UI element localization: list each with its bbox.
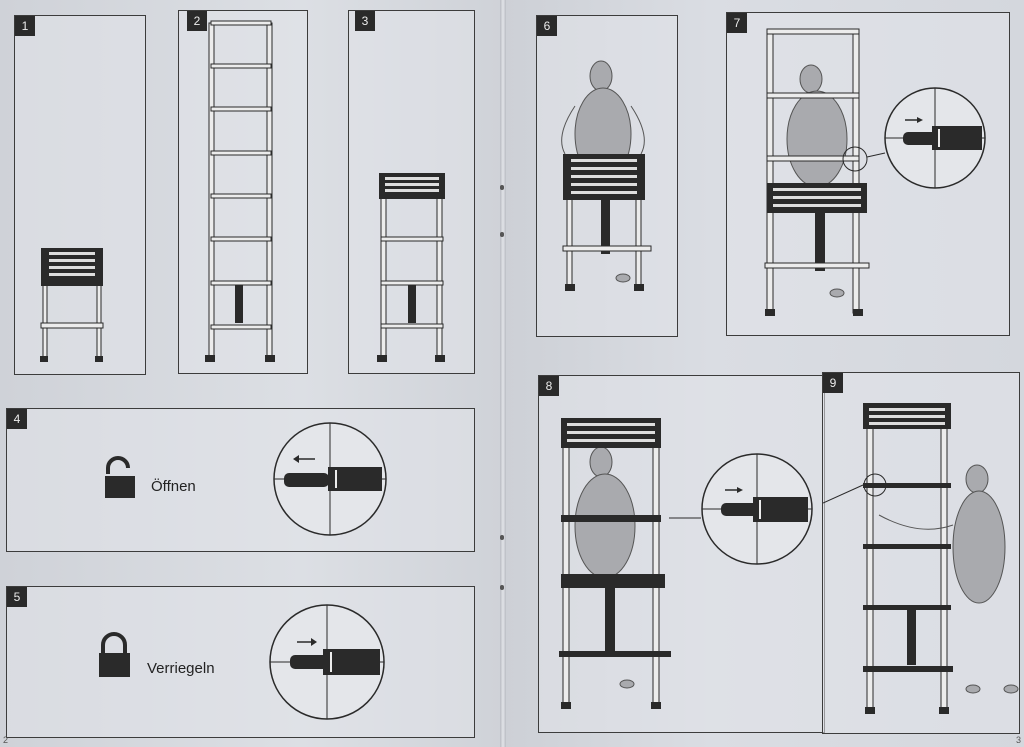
- person-collapsing-extended-ladder-illustration: [823, 403, 1019, 714]
- step-number: 4: [7, 409, 27, 429]
- page-number-left: 2: [3, 735, 9, 745]
- step-5-panel: 5 Verriegeln: [6, 586, 475, 738]
- step-8-panel: 8: [538, 375, 825, 733]
- collapsed-ladder-illustration: [40, 248, 104, 362]
- step-6-panel: 6: [536, 15, 678, 337]
- staple: [500, 535, 504, 540]
- arrow-right-icon: [725, 487, 743, 493]
- step-number: 7: [727, 13, 747, 33]
- extended-ladder-illustration: [205, 20, 275, 362]
- staple: [500, 185, 504, 190]
- partially-collapsed-ladder-illustration: [377, 173, 445, 362]
- person-collapsing-ladder-illustration: [561, 60, 652, 291]
- step-number: 3: [355, 11, 375, 31]
- step-number: 2: [187, 11, 207, 31]
- person-unlocking-ladder-illustration: [764, 28, 986, 316]
- arrow-left-icon: [293, 455, 315, 463]
- step-number: 5: [7, 587, 27, 607]
- open-padlock-icon: [105, 456, 135, 498]
- step-number: 6: [537, 16, 557, 36]
- step-9-panel: 9: [822, 372, 1020, 734]
- step-number: 9: [823, 373, 843, 393]
- step-4-panel: 4 Öffnen: [6, 408, 475, 552]
- step-3-panel: 3: [348, 10, 475, 374]
- staple: [500, 585, 504, 590]
- closed-padlock-icon: [99, 632, 130, 677]
- person-locking-ladder-illustration: [559, 418, 813, 709]
- step-number: 8: [539, 376, 559, 396]
- lock-illustration: [99, 604, 385, 720]
- unlock-illustration: [105, 422, 387, 536]
- step-1-panel: 1: [14, 15, 146, 375]
- step-7-panel: 7: [726, 12, 1010, 336]
- arrow-right-icon: [905, 117, 923, 123]
- step-number: 1: [15, 16, 35, 36]
- lock-label: Verriegeln: [147, 660, 215, 677]
- step-2-panel: 2: [178, 10, 308, 374]
- staple: [500, 232, 504, 237]
- unlock-label: Öffnen: [151, 478, 196, 495]
- page-number-right: 3: [1015, 735, 1021, 745]
- arrow-right-icon: [297, 638, 317, 646]
- booklet-spine: [500, 0, 506, 747]
